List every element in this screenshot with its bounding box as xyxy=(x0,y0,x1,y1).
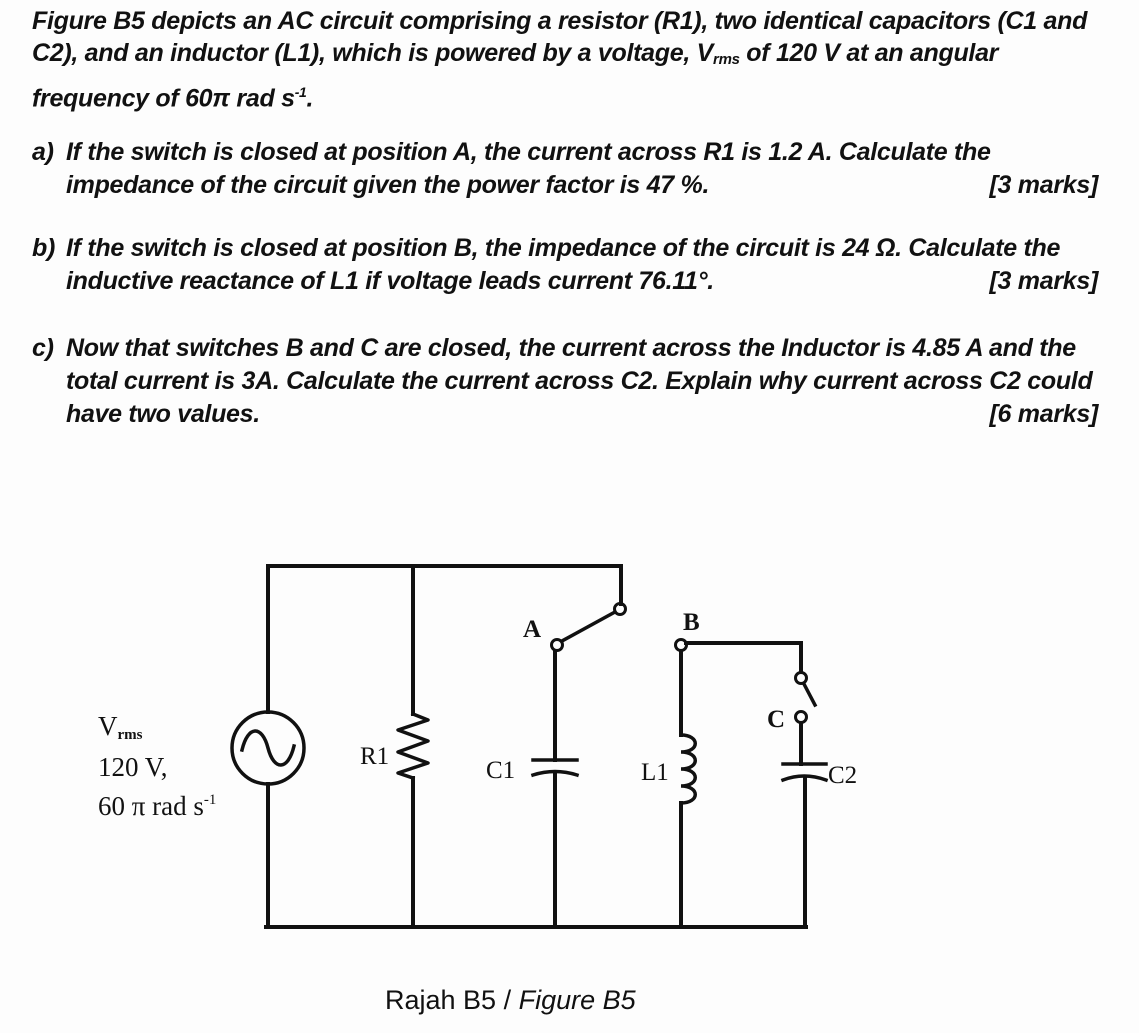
figure-caption: Rajah B5 / Figure B5 xyxy=(385,985,636,1015)
wire-b xyxy=(684,641,803,672)
source-vrms-label: Vrms xyxy=(98,711,143,743)
source-voltage-label: 120 V, xyxy=(98,752,168,782)
switch-terminal-a[interactable] xyxy=(550,638,564,652)
resistor-icon xyxy=(396,711,430,781)
switch-a-label: A xyxy=(523,616,541,643)
switch-terminal-c[interactable] xyxy=(794,710,808,724)
question-label: a) xyxy=(32,138,54,166)
wire-top xyxy=(266,564,623,606)
question-c: c) Now that switches B and C are closed,… xyxy=(32,332,1110,431)
question-text: Now that switches B and C are closed, th… xyxy=(66,334,1093,428)
inductor-icon xyxy=(679,733,697,805)
question-label: b) xyxy=(32,234,55,262)
switch-b-label: B xyxy=(683,609,700,636)
switch-a-blade[interactable] xyxy=(559,609,618,644)
source-frequency-label: 60 π rad s-1 xyxy=(98,791,216,821)
switch-terminal-pivot[interactable] xyxy=(613,602,627,616)
switch-c-upper-terminal[interactable] xyxy=(794,671,808,685)
marks: [6 marks] xyxy=(989,400,1099,428)
l1-label: L1 xyxy=(641,759,669,786)
sine-wave-icon xyxy=(239,729,297,767)
intro-paragraph: Figure B5 depicts an AC circuit comprisi… xyxy=(32,7,1088,113)
switch-c-label: C xyxy=(767,706,785,733)
c2-label: C2 xyxy=(828,762,857,789)
capacitor-c2-icon xyxy=(780,762,829,783)
ac-source-icon xyxy=(230,710,306,786)
r1-label: R1 xyxy=(360,743,389,770)
wire-c2 xyxy=(799,721,807,929)
question-text: If the switch is closed at position B, t… xyxy=(66,234,1061,295)
question-text: If the switch is closed at position A, t… xyxy=(66,138,991,199)
question-label: c) xyxy=(32,334,54,362)
marks: [3 marks] xyxy=(989,267,1099,295)
c1-label: C1 xyxy=(486,757,515,784)
question-b: b) If the switch is closed at position B… xyxy=(32,232,1110,298)
capacitor-c1-icon xyxy=(530,758,580,778)
marks: [3 marks] xyxy=(989,171,1099,199)
switch-c-blade[interactable] xyxy=(801,681,818,708)
question-a: a) If the switch is closed at position A… xyxy=(32,136,1110,202)
